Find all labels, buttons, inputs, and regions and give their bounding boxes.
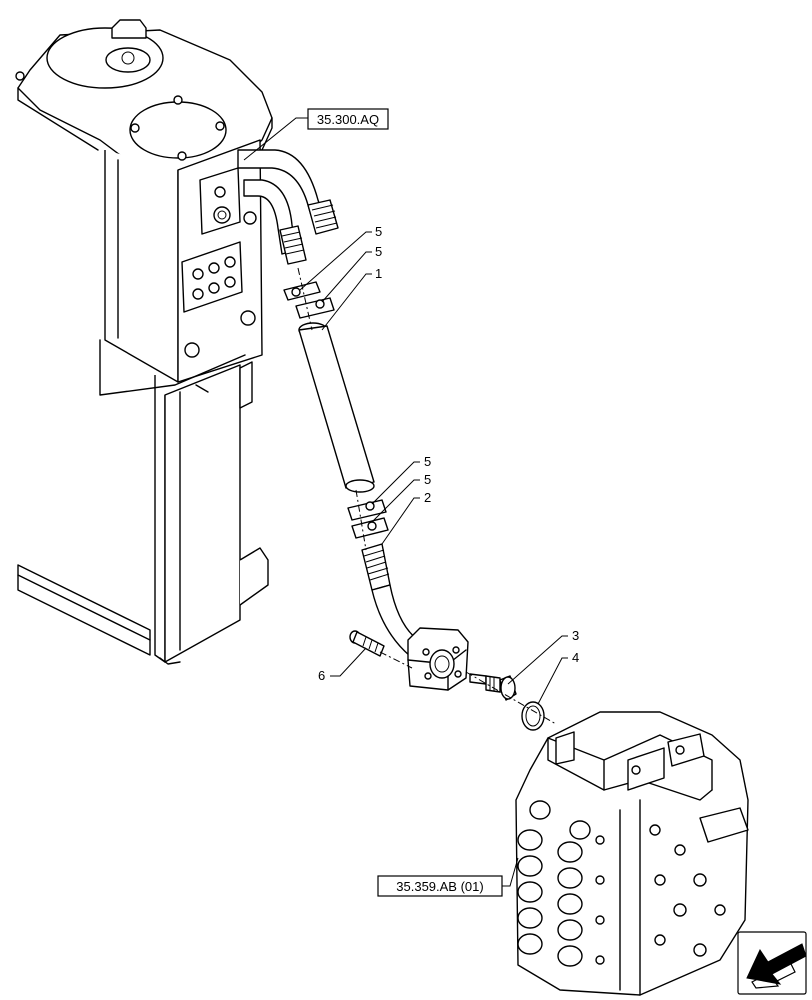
callout-numbers: 5 5 1 5 5 2 3 4 6	[318, 224, 579, 683]
reference-label-bottom[interactable]: 35.359.AB (01)	[396, 879, 483, 894]
valve-ports	[595, 745, 726, 965]
callout-5d: 5	[424, 472, 431, 487]
callout-2: 2	[424, 490, 431, 505]
callout-3: 3	[572, 628, 579, 643]
flange-adapter	[407, 627, 469, 691]
centerlines	[297, 267, 557, 725]
fitting-3	[469, 673, 517, 701]
callout-5a: 5	[375, 224, 382, 239]
hose-clamp-lower	[347, 499, 389, 539]
callout-5c: 5	[424, 454, 431, 469]
hose-clamp-upper	[283, 281, 335, 319]
callout-1: 1	[375, 266, 382, 281]
callout-4: 4	[572, 650, 579, 665]
reference-box-bottom[interactable]: 35.359.AB (01)	[377, 875, 503, 897]
reference-label-top[interactable]: 35.300.AQ	[317, 112, 379, 127]
control-valve-assembly	[515, 711, 749, 996]
hose-1	[298, 322, 375, 493]
arrow-icon[interactable]	[737, 931, 807, 995]
callout-5b: 5	[375, 244, 382, 259]
tank-hoses	[237, 149, 339, 265]
bolt-6	[349, 630, 385, 657]
callout-6: 6	[318, 668, 325, 683]
hydraulic-tank-assembly	[15, 19, 273, 665]
hose-2	[361, 543, 419, 657]
valve-spool-caps	[517, 800, 591, 967]
reference-box-top[interactable]: 35.300.AQ	[307, 108, 389, 130]
leader-lines	[243, 117, 568, 887]
